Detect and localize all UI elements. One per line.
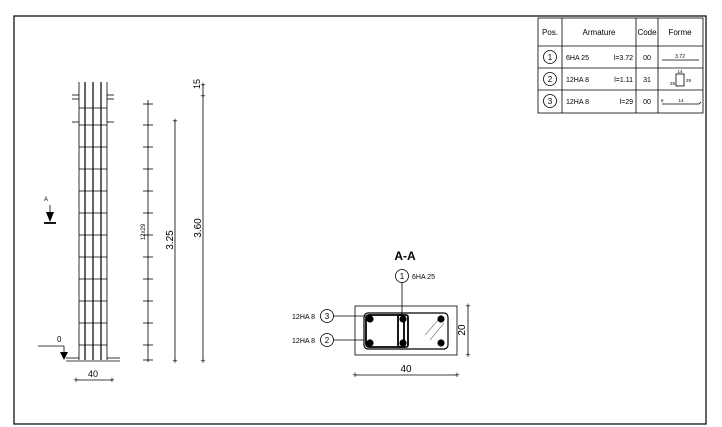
section-width-mark-right: + <box>454 370 459 380</box>
section-height-label: 20 <box>457 324 468 336</box>
stirrups <box>79 107 107 346</box>
main-bar <box>437 339 445 347</box>
row-3-pos-circle <box>543 94 557 108</box>
callout-1-pos: 1 <box>400 272 405 281</box>
callout-2-text: 12HA 8 <box>292 338 315 345</box>
row-1-shape-label: 3.72 <box>675 54 685 60</box>
callout-1-text: 6HA 25 <box>412 274 435 281</box>
dim-main-mark-top: + <box>172 116 177 126</box>
row-2-shape-left: 28 <box>670 81 676 86</box>
row-1-code: 00 <box>643 55 651 62</box>
row-2-bars: 12HA 8 <box>566 77 589 84</box>
level-arrow <box>60 352 68 360</box>
row-3-shape-left: 6 <box>661 98 664 103</box>
stirrup-outer <box>363 312 449 350</box>
header-pos: Pos. <box>542 28 558 37</box>
dim-total-mark-mid: + <box>200 91 205 101</box>
main-bar <box>437 315 445 323</box>
height-dimension-total: + + + 3.60 15 <box>192 79 206 366</box>
section-outline <box>354 305 458 356</box>
link-left <box>365 314 405 348</box>
header-armature: Armature <box>583 28 616 37</box>
row-2-shape-top: 14 <box>677 69 683 74</box>
main-bar <box>399 315 407 323</box>
row-3-bars: 12HA 8 <box>566 99 589 106</box>
row-3-code: 00 <box>643 99 651 106</box>
section-marker-arrow <box>46 212 54 222</box>
sheet-border <box>13 15 707 425</box>
section-width-mark-left: + <box>352 370 357 380</box>
row-2-code: 31 <box>643 77 651 84</box>
row-1-length: l=3.72 <box>614 55 633 62</box>
header-forme: Forme <box>668 28 692 37</box>
stirrup-spacing-label: 12x29 <box>141 223 147 240</box>
section-title: A-A <box>394 249 416 263</box>
header-code: Code <box>637 28 657 37</box>
main-bar <box>366 315 374 323</box>
height-total-label: 3.60 <box>193 218 204 238</box>
callout-3-pos: 3 <box>325 312 330 321</box>
height-dimension-main: + + 3.25 <box>165 116 178 366</box>
elevation-width-dim-mark-right: + <box>109 375 114 385</box>
bar-schedule-table: Pos. Armature Code Forme 1 6HA 25 l=3.72… <box>537 17 704 114</box>
row-1-bars: 6HA 25 <box>566 55 589 62</box>
row-3-pos: 3 <box>548 97 553 106</box>
table-frame <box>537 17 704 114</box>
level-label: 0 <box>57 335 62 344</box>
column-elevation: A 0 + + 40 <box>38 82 120 385</box>
row-2-shape-side: 29 <box>686 78 692 83</box>
section-marker-label: A <box>44 197 48 203</box>
section-width-label: 40 <box>400 364 412 375</box>
dim-main-mark-bottom: + <box>172 356 177 366</box>
link-middle <box>397 314 409 348</box>
height-main-label: 3.25 <box>165 230 176 250</box>
row-3-shape-label: 14 <box>678 98 684 103</box>
section-aa: A-A 1 6HA 25 12HA 8 3 12HA 8 2 <box>292 249 471 380</box>
row-2-length: l=1.11 <box>614 77 633 84</box>
row-2-stirrup-shape <box>675 73 685 87</box>
row-3-pin-shape <box>662 101 702 105</box>
dim-total-mark-bottom: + <box>200 356 205 366</box>
callout-2-pos: 2 <box>325 336 330 345</box>
row-2-pos-circle <box>543 72 557 86</box>
elevation-width-label: 40 <box>88 369 98 379</box>
row-1-pos: 1 <box>548 53 553 62</box>
stirrup-spacing-dimension: 12x29 <box>141 100 153 362</box>
row-3-length: l=29 <box>620 99 634 106</box>
row-1-pos-circle <box>543 50 557 64</box>
top-dim-label: 15 <box>192 79 202 89</box>
row-2-pos: 2 <box>548 75 553 84</box>
callout-3-text: 12HA 8 <box>292 314 315 321</box>
dim-total-mark-top: + <box>200 80 205 90</box>
main-bar <box>399 339 407 347</box>
main-bar <box>366 339 374 347</box>
section-height-mark-bottom: + <box>465 350 470 360</box>
elevation-width-dim-mark-left: + <box>73 375 78 385</box>
section-height-mark-top: + <box>465 301 470 311</box>
